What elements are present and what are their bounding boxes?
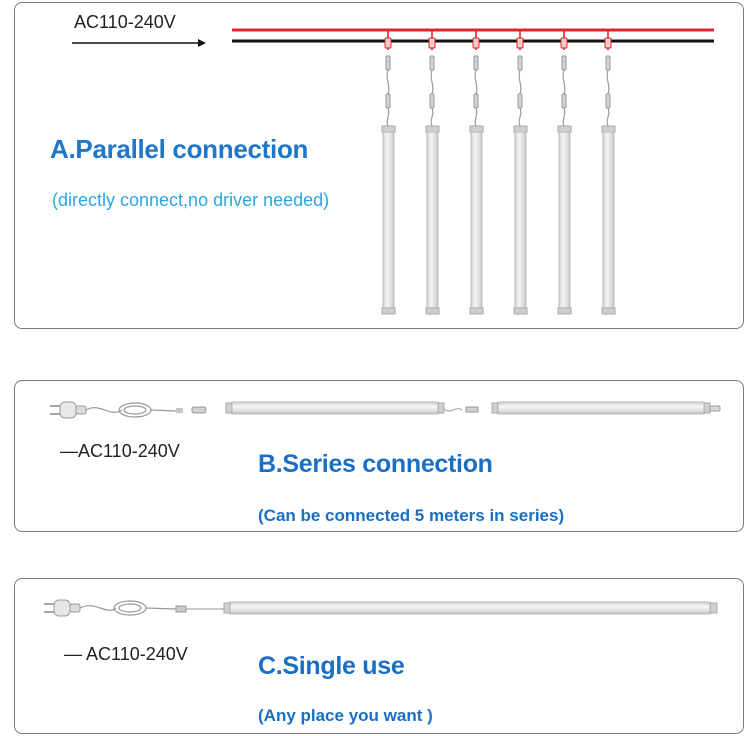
series-power-cord [50, 401, 207, 419]
eu-plug-icon [50, 401, 87, 419]
single-tube [223, 601, 718, 615]
series-tube-2 [491, 401, 721, 415]
series-subtitle: (Can be connected 5 meters in series) [258, 506, 565, 525]
series-link [443, 406, 479, 413]
connector-icon [176, 406, 207, 414]
parallel-tube-5 [557, 30, 572, 315]
single-subtitle: (Any place you want ) [258, 706, 433, 725]
parallel-tube-2 [425, 30, 440, 315]
series-voltage-label: —AC110-240V [60, 441, 180, 461]
parallel-voltage-label: AC110-240V [74, 12, 176, 32]
input-arrow-icon [72, 39, 206, 47]
parallel-tube-1 [381, 30, 396, 315]
coiled-cable-icon [85, 402, 177, 418]
parallel-title: A.Parallel connection [50, 134, 309, 164]
single-voltage-label: — AC110-240V [64, 644, 188, 664]
single-power-cord [44, 599, 226, 617]
connector-icon [175, 605, 226, 613]
eu-plug-icon [44, 599, 81, 617]
single-title: C.Single use [258, 652, 405, 680]
parallel-tube-4 [513, 30, 528, 315]
series-tube-1 [225, 401, 445, 415]
parallel-connection-panel [14, 2, 744, 329]
coiled-cable-icon [79, 600, 177, 616]
parallel-subtitle: (directly connect,no driver needed) [52, 190, 330, 210]
parallel-tube-3 [469, 30, 484, 315]
parallel-tube-6 [601, 30, 616, 315]
series-title: B.Series connection [258, 450, 493, 478]
parallel-tube-group [381, 30, 616, 315]
